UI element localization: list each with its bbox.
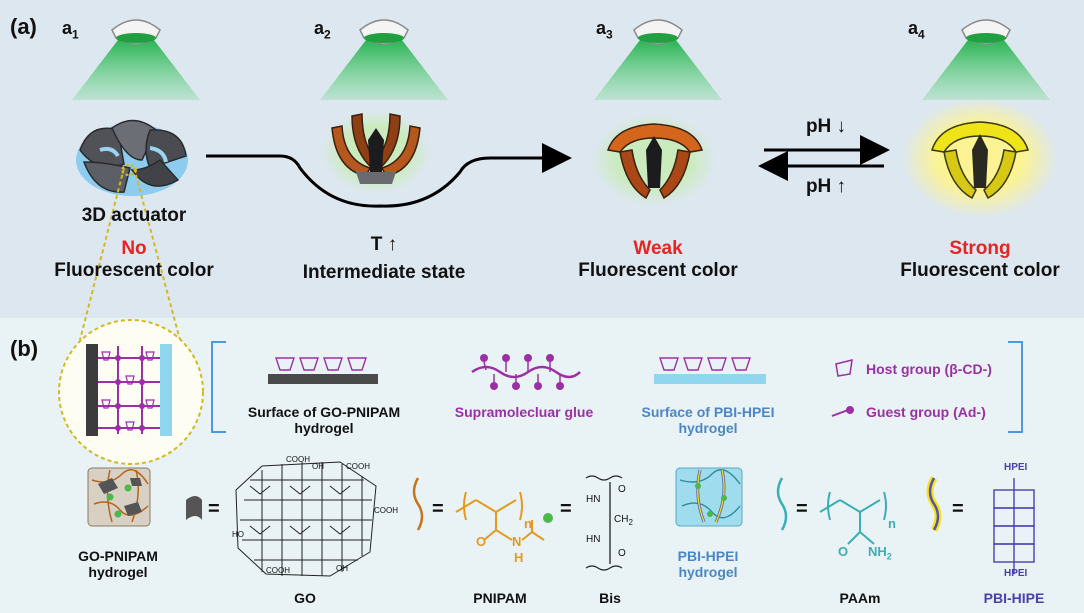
go-structure: [235, 461, 377, 577]
sub-label-a1: a1: [62, 18, 79, 42]
go-cooh-top: COOH: [286, 455, 310, 464]
bis-ch2: CH2: [614, 514, 633, 527]
pbi-chain-symbol: [926, 476, 942, 532]
go-surface-graphic: [268, 357, 378, 384]
bis-o-top: O: [618, 484, 626, 495]
caption-paam: PAAm: [839, 590, 881, 606]
caption-pbi-hipe: PBI-HIPE: [983, 590, 1045, 606]
equals-pnipam: =: [432, 498, 444, 520]
glue-graphic: [471, 354, 581, 390]
legend-bracket-left: [211, 341, 226, 433]
caption-pbi-hpei: PBI-HPEI hydrogel: [677, 548, 739, 580]
ph-up-label: pH ↑: [805, 176, 847, 197]
paam-nh2: NH2: [868, 544, 892, 562]
bis-hn-bottom: HN: [586, 534, 601, 545]
bis-structure: [585, 475, 623, 571]
pnipam-n: N: [512, 534, 522, 549]
pbi-surface-graphic: [654, 357, 766, 384]
interface-zoom: [86, 344, 172, 436]
state-strong: Strong: [949, 238, 1011, 259]
pbi-structure: [993, 478, 1035, 574]
state-weak-caption: Fluorescent color: [578, 260, 738, 281]
equals-pbi: =: [952, 498, 964, 520]
sub-label-a2: a2: [314, 18, 331, 42]
paam-o: O: [838, 544, 849, 559]
state-no: No: [121, 238, 147, 259]
caption-bis: Bis: [599, 590, 621, 606]
sub-label-a4: a4: [908, 18, 925, 42]
actuator-weak: [592, 114, 716, 206]
pnipam-h: H: [514, 550, 524, 565]
guest-group-icon: [831, 406, 854, 417]
actuator-strong: [902, 98, 1058, 218]
lamp-1: [72, 19, 200, 100]
state-no-caption: Fluorescent color: [54, 260, 214, 281]
actuator-3d: [76, 119, 188, 196]
bis-symbol: [543, 513, 553, 523]
state-strong-caption: Fluorescent color: [900, 260, 1060, 281]
go-oh-bottom: OH: [336, 564, 348, 573]
pnipam-structure: [455, 491, 545, 541]
intermediate-caption: Intermediate state: [302, 262, 466, 283]
caption-go: GO: [294, 590, 316, 606]
zoom-line-left: [79, 167, 125, 341]
actuator-title: 3D actuator: [81, 205, 187, 226]
paam-chain-symbol: [776, 477, 788, 531]
panel-a-label: (a): [10, 14, 37, 39]
pbi-hpei-bottom: HPEI: [1004, 568, 1028, 579]
go-pnipam-hydrogel-graphic: [87, 467, 151, 527]
legend-bracket-right: [1008, 341, 1023, 433]
go-cooh-right: COOH: [374, 506, 398, 515]
go-ho-left: HO: [232, 530, 244, 539]
caption-go-pnipam: GO-PNIPAM hydrogel: [78, 548, 158, 580]
paam-structure: [819, 491, 887, 545]
go-oh-top: OH: [312, 462, 324, 471]
sub-label-a3: a3: [596, 18, 613, 42]
legend-go-surface: Surface of GO-PNIPAM hydrogel: [247, 404, 401, 436]
paam-n-subscript: n: [888, 516, 896, 531]
pnipam-chain-symbol: [412, 477, 424, 531]
pbi-hpei-hydrogel-graphic: [675, 467, 743, 527]
zoom-origin: [121, 164, 137, 176]
legend-guest: Guest group (Ad-): [866, 404, 986, 420]
host-group-icon: [835, 359, 853, 377]
legend-host: Host group (β-CD-): [866, 361, 992, 377]
panel-b-label: (b): [10, 336, 39, 361]
state-weak: Weak: [633, 238, 683, 259]
pbi-hpei-top: HPEI: [1004, 462, 1028, 473]
equals-go: =: [208, 498, 220, 520]
zoom-line-right: [133, 167, 181, 341]
bis-o-bottom: O: [618, 548, 626, 559]
go-cooh-bottom: COOH: [266, 566, 290, 575]
equals-bis: =: [560, 498, 572, 520]
pnipam-n-subscript: n: [524, 516, 532, 531]
caption-pnipam: PNIPAM: [473, 590, 527, 606]
legend-glue: Supramolecluar glue: [454, 404, 594, 420]
lamp-2: [320, 19, 448, 100]
lamp-3: [594, 19, 722, 100]
legend-pbi-surface: Surface of PBI-HPEI hydrogel: [641, 404, 775, 436]
equals-paam: =: [796, 498, 808, 520]
process-arrow: [206, 143, 572, 208]
pnipam-o: O: [476, 534, 487, 549]
bis-hn-top: HN: [586, 494, 601, 505]
go-cooh-top-right: COOH: [346, 462, 370, 471]
lamp-4: [922, 19, 1050, 100]
temperature-condition: T ↑: [370, 234, 398, 255]
ph-down-label: pH ↓: [805, 116, 847, 137]
go-sheet-symbol: [186, 496, 202, 520]
actuator-intermediate: [322, 110, 430, 194]
